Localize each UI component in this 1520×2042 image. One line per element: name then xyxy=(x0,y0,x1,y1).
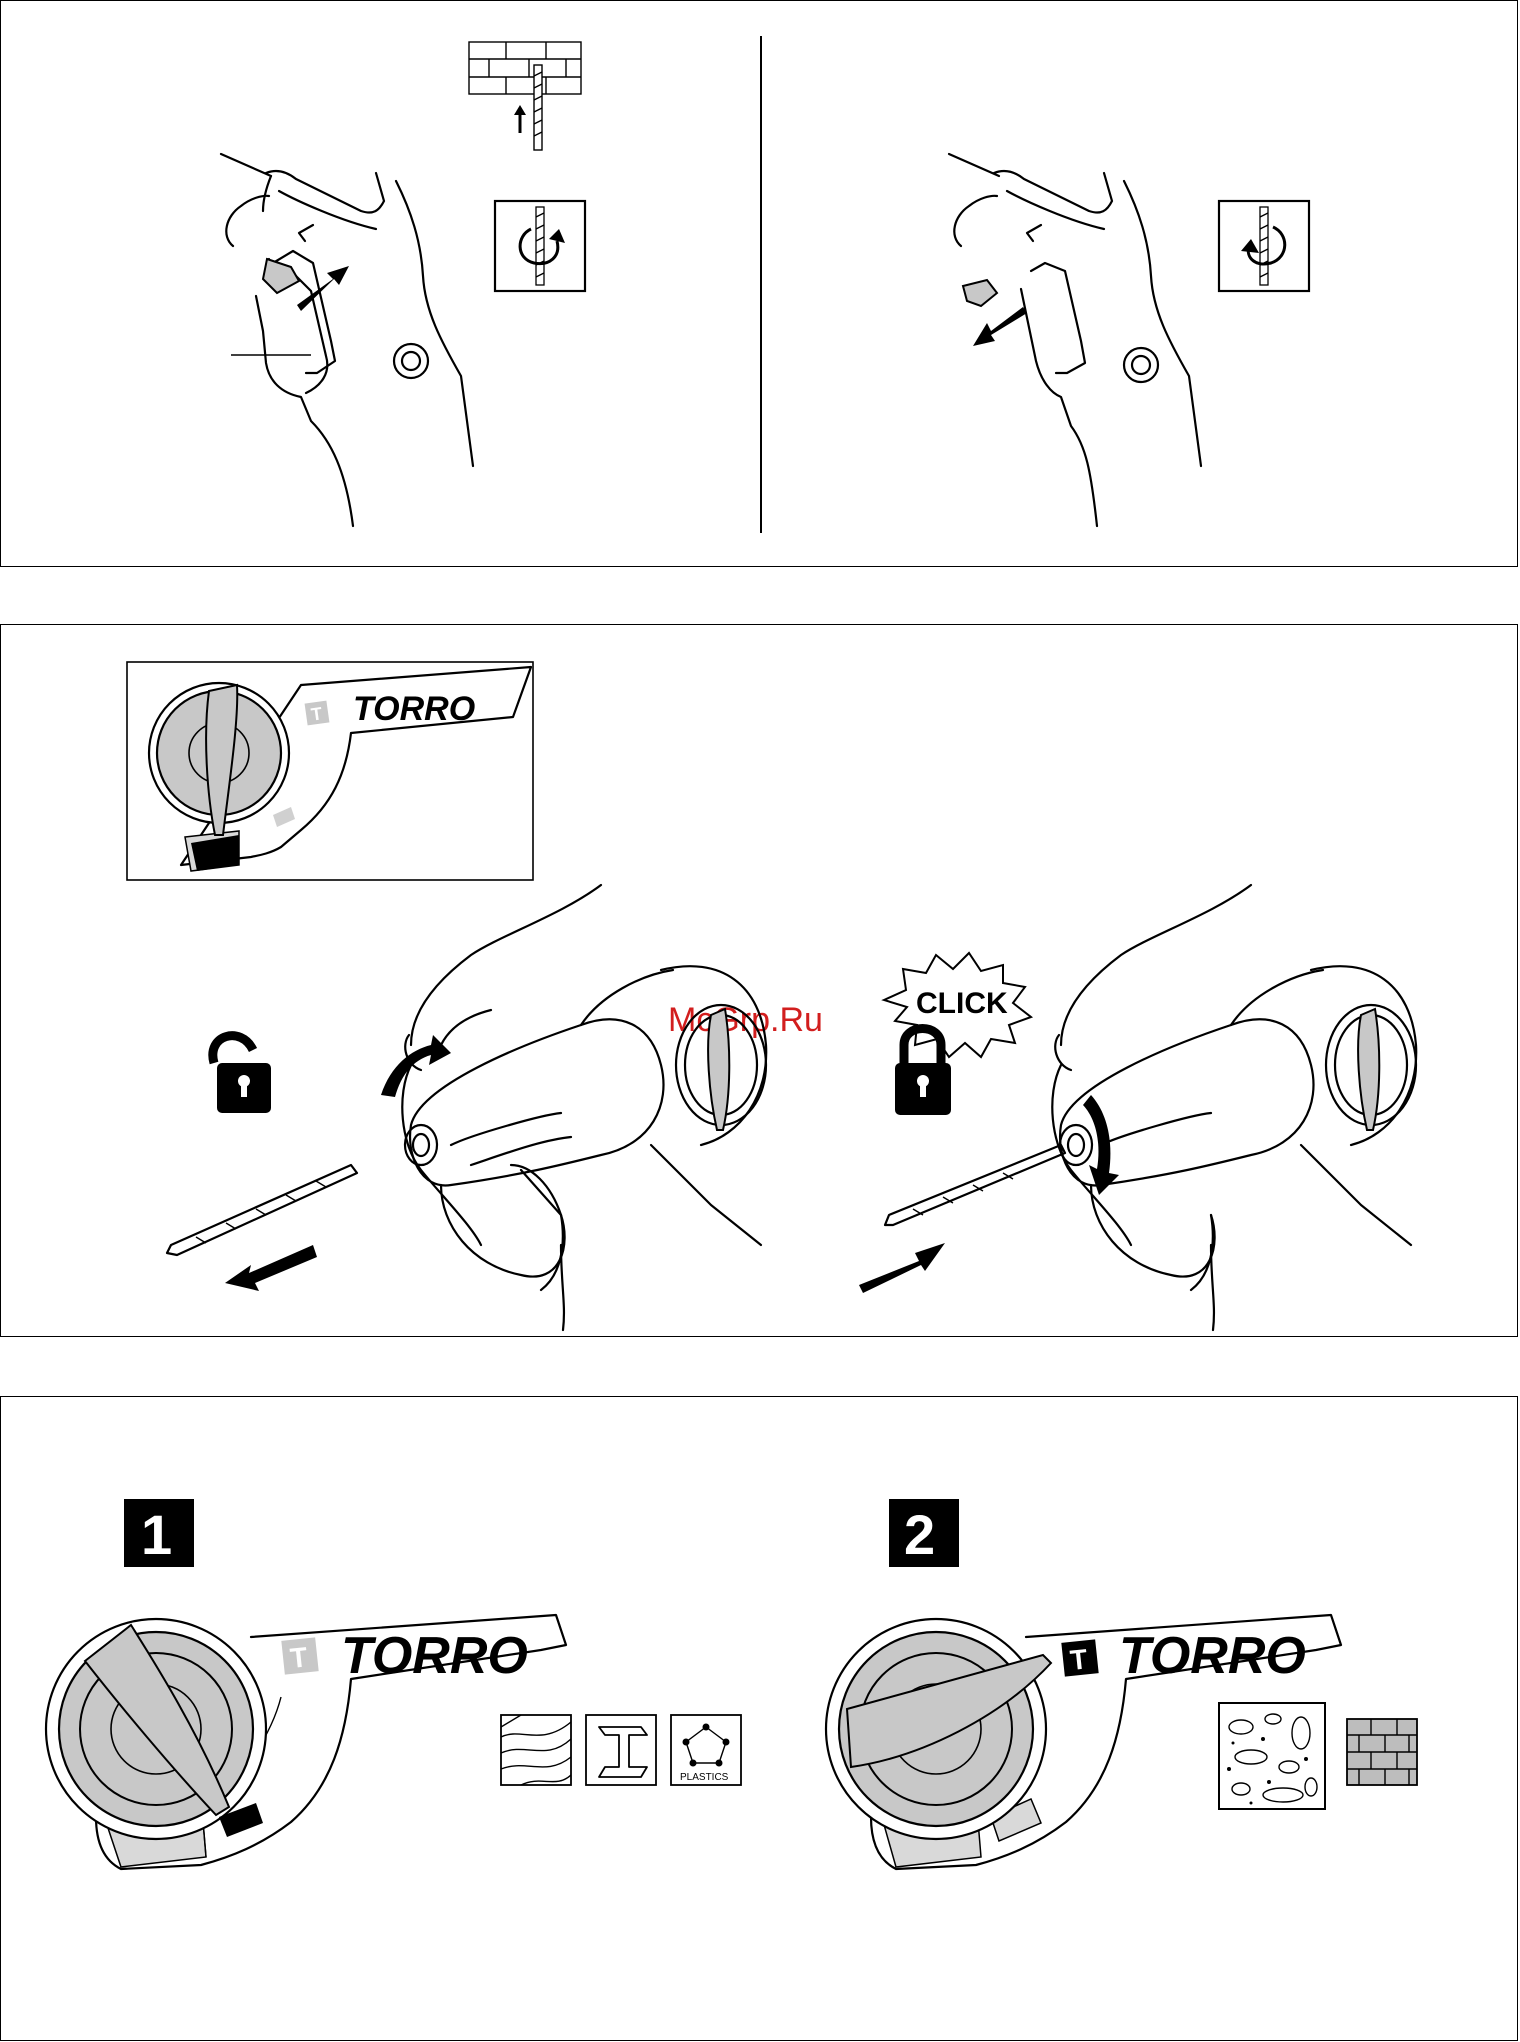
bit-change-illustration: T TORRO McGrp.Ru CLICK xyxy=(1,625,1519,1338)
i-beam-icon xyxy=(586,1715,656,1785)
panel-mode-selection: 1 2 T TORRO xyxy=(0,1396,1518,2041)
drill-bit-remove xyxy=(167,1165,357,1291)
mode-badge-letter-2: T xyxy=(1069,1643,1089,1676)
concrete-aggregate-icon xyxy=(1219,1703,1325,1809)
mode-dial-inset: T TORRO xyxy=(127,662,533,880)
panel-bit-change: T TORRO McGrp.Ru CLICK xyxy=(0,624,1518,1337)
drill-bit-insert xyxy=(859,1145,1065,1293)
panel-rotation-direction xyxy=(0,0,1518,567)
counterclockwise-rotation-icon xyxy=(1219,201,1309,291)
brick-wall-icon xyxy=(1347,1719,1417,1785)
brick-wall-drilling-icon xyxy=(469,42,581,150)
rotation-direction-illustration xyxy=(1,1,1519,568)
brand-logo-2: TORRO xyxy=(1119,1627,1306,1685)
step-1-badge: 1 xyxy=(124,1499,194,1567)
click-label: CLICK xyxy=(916,987,1008,1020)
brand-logo-1: TORRO xyxy=(341,1627,528,1685)
step-2-badge: 2 xyxy=(889,1499,959,1567)
wood-grain-icon xyxy=(501,1715,571,1785)
mode-selection-illustration: 1 2 T TORRO xyxy=(1,1397,1519,2042)
brand-logo-inset: TORRO xyxy=(353,690,475,728)
open-padlock-icon xyxy=(213,1036,271,1113)
plastics-label: PLASTICS xyxy=(680,1772,729,1783)
pentagon-molecule-icon: PLASTICS xyxy=(671,1715,741,1785)
drill-handle-left xyxy=(221,154,473,526)
step-1-number: 1 xyxy=(141,1503,172,1566)
clockwise-rotation-icon xyxy=(495,201,585,291)
mode-badge-letter-1: T xyxy=(289,1641,309,1674)
hand-on-chuck-left xyxy=(381,885,766,1330)
drill-handle-right xyxy=(949,154,1201,526)
mode-dial-drilling: T TORRO xyxy=(46,1615,566,1869)
hand-on-chuck-right xyxy=(1052,885,1416,1330)
step-2-number: 2 xyxy=(904,1503,935,1566)
